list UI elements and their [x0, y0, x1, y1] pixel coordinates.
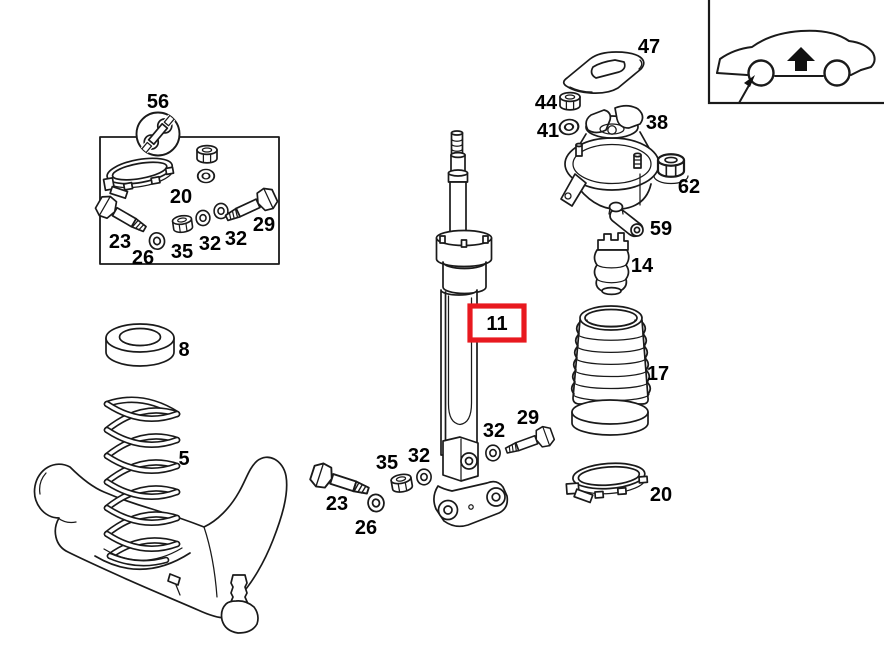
clamp-20-right — [565, 462, 649, 504]
washer-41 — [557, 117, 581, 137]
link-59 — [608, 201, 644, 238]
bump-stop-14 — [593, 232, 630, 296]
callout-32-5[interactable]: 32 — [199, 233, 221, 255]
kit-nut-35 — [171, 213, 194, 235]
car-direction-inset — [707, 0, 884, 105]
nut-35 — [389, 472, 414, 495]
callout-62-14[interactable]: 62 — [678, 176, 700, 198]
callout-29-24[interactable]: 29 — [517, 407, 539, 429]
callout-32-23[interactable]: 32 — [483, 420, 505, 442]
arm-clip — [167, 573, 181, 586]
highlighted-part-number[interactable]: 11 — [486, 313, 507, 335]
dust-boot-17 — [570, 305, 652, 436]
callout-35-21[interactable]: 35 — [376, 452, 398, 474]
rear-wheel — [823, 59, 851, 87]
highlight-box[interactable] — [467, 303, 527, 343]
callout-20-1[interactable]: 20 — [170, 186, 192, 208]
ball-joint — [220, 574, 259, 634]
bolt-29 — [502, 423, 557, 461]
callout-5-9[interactable]: 5 — [178, 448, 189, 470]
kit-nut — [196, 144, 218, 164]
callout-44-11[interactable]: 44 — [535, 92, 558, 114]
callout-32-6[interactable]: 32 — [225, 228, 247, 250]
front-wheel — [747, 59, 775, 87]
kit-clamp — [102, 157, 175, 200]
callout-29-7[interactable]: 29 — [253, 214, 275, 236]
callout-23-2[interactable]: 23 — [109, 231, 131, 253]
callout-20-18[interactable]: 20 — [650, 484, 672, 506]
callout-8-8[interactable]: 8 — [178, 339, 189, 361]
spring-seat-ring — [105, 323, 175, 367]
callout-14-16[interactable]: 14 — [631, 255, 654, 277]
nut-62 — [653, 153, 689, 185]
tool-wrench-badge — [135, 111, 181, 157]
pointer-arrow-icon — [744, 75, 755, 87]
kit-washer-32a — [195, 209, 211, 227]
callout-41-12[interactable]: 41 — [537, 120, 559, 142]
washer-32b — [485, 444, 501, 462]
strut-mount-38 — [560, 104, 660, 211]
selected-part-highlight[interactable]: 11 — [467, 303, 527, 343]
kit-washer — [196, 168, 216, 184]
hardware-kit-box — [92, 136, 281, 265]
nut-44 — [559, 91, 581, 111]
callout-26-20[interactable]: 26 — [355, 517, 377, 539]
callout-35-4[interactable]: 35 — [171, 241, 193, 263]
up-arrow-icon — [787, 47, 815, 71]
callout-47-10[interactable]: 47 — [638, 36, 660, 58]
callout-56-0[interactable]: 56 — [147, 91, 169, 113]
callout-59-15[interactable]: 59 — [650, 218, 672, 240]
callout-26-3[interactable]: 26 — [132, 247, 154, 269]
washer-32 — [416, 468, 432, 486]
coil-spring — [94, 396, 191, 571]
callout-17-17[interactable]: 17 — [647, 363, 669, 385]
shock-absorber — [433, 130, 509, 528]
callout-38-13[interactable]: 38 — [646, 112, 668, 134]
callout-23-19[interactable]: 23 — [326, 493, 348, 515]
cover-plate-47 — [562, 51, 645, 94]
washer-26 — [365, 492, 387, 514]
car-silhouette — [716, 29, 876, 74]
callout-32-22[interactable]: 32 — [408, 445, 430, 467]
wrench-icon — [140, 114, 176, 154]
